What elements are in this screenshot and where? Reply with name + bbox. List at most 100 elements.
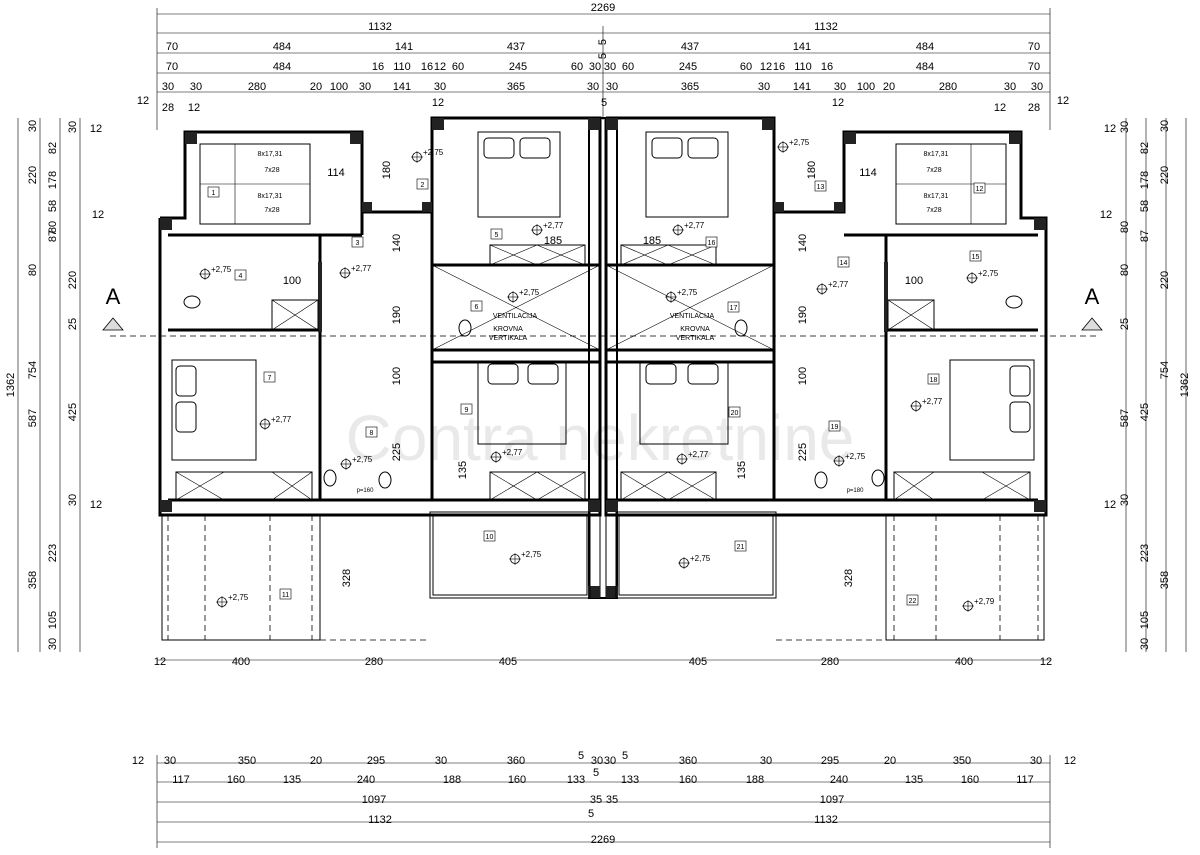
- krovna-label-right: KROVNA: [680, 326, 710, 333]
- top-dim-r5-18: 280: [939, 81, 957, 93]
- bot-r2-13: 160: [961, 774, 979, 786]
- stair-label-d: 7x28: [264, 207, 279, 214]
- dim-135-left: 135: [457, 461, 469, 479]
- lower-dim-6: 400: [955, 656, 973, 668]
- section-line: [102, 317, 1103, 337]
- dim-225-right: 225: [797, 443, 809, 461]
- room-number-box: [483, 530, 496, 542]
- left-80b: 80: [47, 221, 59, 233]
- top-dim-r5-7: 141: [393, 81, 411, 93]
- room-number-box: [234, 269, 247, 281]
- top-dim-r4-11: 60: [622, 61, 634, 73]
- bot-r2-11: 240: [830, 774, 848, 786]
- dim-180-left: 180: [381, 161, 393, 179]
- stair-label-b: 7x28: [264, 167, 279, 174]
- top-dim-r4-12: 245: [679, 61, 697, 73]
- dim-185-left: 185: [544, 235, 562, 247]
- top-dim-r4-4: 16: [421, 61, 433, 73]
- lower-dim-5: 280: [821, 656, 839, 668]
- right-87: 87: [1139, 230, 1151, 242]
- top-dim-r4-19: 70: [1028, 61, 1040, 73]
- left-mid-358: 358: [27, 571, 39, 589]
- bot-r1-0: 12: [132, 755, 144, 767]
- room-number-box: [727, 301, 740, 313]
- bottom-dim-row2: 117 160 135 240 188 160 133 5 133 160 18…: [172, 767, 1034, 786]
- room-number: 2: [421, 182, 425, 189]
- dim-328-right: 328: [843, 569, 855, 587]
- dim-328-left: 328: [341, 569, 353, 587]
- top-dim-r5-21: 12: [1057, 95, 1069, 107]
- right-outer-1362: 1362: [1179, 373, 1191, 397]
- dim-190-left: 190: [391, 306, 403, 324]
- top-dim-half-right: 1132: [814, 21, 838, 33]
- right-mid-358: 358: [1159, 571, 1171, 589]
- p160-label: p=160: [357, 488, 375, 494]
- top-dim-r4-17: 16: [821, 61, 833, 73]
- top-center-5b: 5: [597, 53, 609, 59]
- level-value: +2,75: [789, 138, 810, 147]
- right-220a: 220: [1159, 166, 1171, 184]
- level-value: +2,75: [521, 550, 542, 559]
- level-value: +2,75: [352, 455, 373, 464]
- top-dim-r3-4: 437: [681, 41, 699, 53]
- right-425: 425: [1139, 403, 1151, 421]
- top-dim-r4-18: 484: [916, 61, 934, 73]
- lower-dim-4: 405: [689, 656, 707, 668]
- room-number-box: [351, 236, 364, 248]
- top-dim-r5-9: 365: [507, 81, 525, 93]
- krovna-label-left: KROVNA: [493, 326, 523, 333]
- right-tick-12b: 12: [1100, 209, 1112, 221]
- stair-label-c: 8x17,31: [258, 193, 283, 200]
- right-223: 223: [1139, 544, 1151, 562]
- top-dim-r4-0: 70: [166, 61, 178, 73]
- bot-r1-7: 5: [578, 750, 584, 762]
- room-number-box: [837, 256, 850, 268]
- top-dim-r5-3: 280: [248, 81, 266, 93]
- room-number: 3: [356, 240, 360, 247]
- left-30b: 30: [47, 638, 59, 650]
- left-80: 80: [27, 264, 39, 276]
- level-value: +2,77: [922, 397, 943, 406]
- dim-114-left: 114: [327, 167, 345, 179]
- room-number-box: [207, 186, 220, 198]
- dim-190-right: 190: [797, 306, 809, 324]
- level-markers: +2,75+2,77+2,77+2,75+2,75+2,77+2,75+2,77…: [199, 138, 999, 612]
- top-dim-r4-5: 12: [434, 61, 446, 73]
- bot-r5-0: 2269: [591, 834, 615, 846]
- dim-100-left: 100: [283, 275, 301, 287]
- section-label-left: A: [106, 284, 121, 309]
- top-dim-r5-6: 30: [359, 81, 371, 93]
- top-dim-r4-14: 12: [760, 61, 772, 73]
- left-82: 82: [47, 142, 59, 154]
- bot-r2-6: 133: [567, 774, 585, 786]
- left-tick-12b: 12: [92, 209, 104, 221]
- room-number: 12: [976, 186, 984, 193]
- room-number: 17: [730, 305, 738, 312]
- dim-225-left: 225: [391, 443, 403, 461]
- bot-r1-2: 350: [238, 755, 256, 767]
- room-number: 5: [495, 232, 499, 239]
- room-number: 18: [930, 377, 938, 384]
- level-value: +2,77: [351, 264, 372, 273]
- level-value: +2,77: [543, 221, 564, 230]
- building-walls: [158, 116, 1048, 599]
- bot-r1-17: 12: [1064, 755, 1076, 767]
- room-number-box: [906, 594, 919, 606]
- right-82: 82: [1139, 142, 1151, 154]
- room-number-box: [263, 371, 276, 383]
- left-tick-12a: 12: [90, 123, 102, 135]
- terraces: [161, 511, 1045, 641]
- room-number: 13: [817, 184, 825, 191]
- level-value: +2,79: [974, 597, 995, 606]
- level-value: +2,75: [690, 554, 711, 563]
- top-dim-r5-0: 12: [137, 95, 149, 107]
- stair-label-f: 7x28: [926, 167, 941, 174]
- room-number: 21: [737, 544, 745, 551]
- lower-dim-0: 12: [154, 656, 166, 668]
- dim-100-right: 100: [905, 275, 923, 287]
- top-dim-r5s-0: 28: [162, 102, 174, 114]
- dim-185-right: 185: [643, 235, 661, 247]
- top-dim-r5s-5: 28: [1028, 102, 1040, 114]
- top-dim-r4-13: 60: [740, 61, 752, 73]
